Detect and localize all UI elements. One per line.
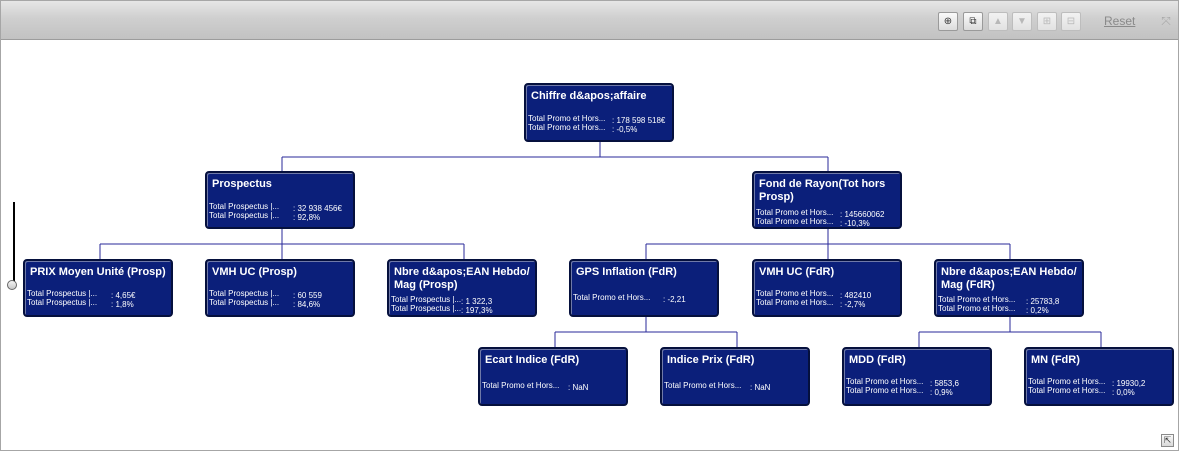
node-row: Total Promo et Hors...: 0,9%	[846, 386, 953, 397]
node-fond-de-rayon[interactable]: Fond de Rayon(Tot hors Prosp) Total Prom…	[752, 171, 902, 229]
node-title: VMH UC (FdR)	[759, 266, 835, 278]
node-row: Total Prospectus |...: 4,65€	[27, 289, 136, 300]
node-gps-inflation[interactable]: GPS Inflation (FdR) Total Promo et Hors.…	[569, 259, 719, 317]
node-row: Total Promo et Hors...: 25783,8	[938, 295, 1060, 306]
node-ecart-indice[interactable]: Ecart Indice (FdR) Total Promo et Hors..…	[478, 347, 628, 406]
node-vmh-uc-prosp[interactable]: VMH UC (Prosp) Total Prospectus |...: 60…	[205, 259, 355, 317]
node-title: GPS Inflation (FdR)	[576, 266, 677, 278]
fit-screen-icon[interactable]: ⤧	[1161, 14, 1171, 28]
node-chiffre-affaire[interactable]: Chiffre d&apos;affaire Total Promo et Ho…	[524, 83, 674, 142]
node-title: Ecart Indice (FdR)	[485, 354, 580, 366]
node-title: Prospectus	[212, 178, 272, 190]
node-title: MDD (FdR)	[849, 354, 906, 366]
node-row: Total Promo et Hors...: -2,7%	[756, 298, 866, 309]
pan-icon[interactable]: ⊕	[938, 12, 958, 31]
node-nbre-ean-fdr[interactable]: Nbre d&apos;EAN Hebdo/ Mag (FdR) Total P…	[934, 259, 1084, 317]
node-row: Total Promo et Hors...: -10,3%	[756, 217, 870, 228]
zoom-slider-track[interactable]	[13, 202, 15, 282]
node-row: Total Prospectus |...: 1 322,3	[391, 295, 493, 306]
node-title: Indice Prix (FdR)	[667, 354, 755, 366]
node-row: Total Promo et Hors...: 0,2%	[938, 304, 1049, 315]
node-row: Total Promo et Hors...: 178 598 518€	[528, 114, 666, 125]
node-row: Total Promo et Hors...: 482410	[756, 289, 872, 300]
node-nbre-ean-prosp[interactable]: Nbre d&apos;EAN Hebdo/ Mag (Prosp) Total…	[387, 259, 537, 317]
collapse-icon[interactable]: ⊟	[1061, 12, 1081, 31]
node-title: MN (FdR)	[1031, 354, 1080, 366]
toolbar: ⊕ ⧉ ▲ ▼ ⊞ ⊟ Reset ⤧	[1, 1, 1178, 40]
node-row: Total Promo et Hors...: 145660062	[756, 208, 885, 219]
node-mn[interactable]: MN (FdR) Total Promo et Hors...: 19930,2…	[1024, 347, 1174, 406]
layout-icon[interactable]: ⧉	[963, 12, 983, 31]
node-row: Total Promo et Hors...: -2,21	[573, 293, 686, 304]
node-row: Total Prospectus |...: 1,8%	[27, 298, 134, 309]
node-row: Total Prospectus |...: 92,8%	[209, 211, 321, 222]
node-row: Total Promo et Hors...: 0,0%	[1028, 386, 1135, 397]
reset-link[interactable]: Reset	[1104, 14, 1136, 28]
node-row: Total Prospectus |...: 84,6%	[209, 298, 321, 309]
node-row: Total Promo et Hors...: 19930,2	[1028, 377, 1146, 388]
node-vmh-uc-fdr[interactable]: VMH UC (FdR) Total Promo et Hors...: 482…	[752, 259, 902, 317]
arrow-up-icon[interactable]: ▲	[988, 12, 1008, 31]
expand-icon[interactable]: ⊞	[1037, 12, 1057, 31]
expand-corner-icon[interactable]: ⇱	[1161, 434, 1174, 447]
zoom-slider-handle[interactable]	[7, 280, 17, 290]
node-prospectus[interactable]: Prospectus Total Prospectus |...: 32 938…	[205, 171, 355, 229]
node-title: Fond de Rayon(Tot hors Prosp)	[759, 178, 886, 203]
arrow-down-icon[interactable]: ▼	[1012, 12, 1032, 31]
node-row: Total Prospectus |...: 32 938 456€	[209, 202, 342, 213]
node-indice-prix[interactable]: Indice Prix (FdR) Total Promo et Hors...…	[660, 347, 810, 406]
node-title: Nbre d&apos;EAN Hebdo/ Mag (Prosp)	[394, 266, 530, 291]
node-mdd[interactable]: MDD (FdR) Total Promo et Hors...: 5853,6…	[842, 347, 992, 406]
node-row: Total Prospectus |...: 197,3%	[391, 304, 493, 315]
node-row: Total Prospectus |...: 60 559	[209, 289, 322, 300]
node-title: PRIX Moyen Unité (Prosp)	[30, 266, 166, 278]
node-title: Chiffre d&apos;affaire	[531, 90, 647, 102]
node-title: VMH UC (Prosp)	[212, 266, 297, 278]
node-row: Total Promo et Hors...: -0,5%	[528, 123, 638, 134]
node-row: Total Promo et Hors...: NaN	[482, 381, 589, 392]
node-row: Total Promo et Hors...: NaN	[664, 381, 771, 392]
node-title: Nbre d&apos;EAN Hebdo/ Mag (FdR)	[941, 266, 1077, 291]
node-row: Total Promo et Hors...: 5853,6	[846, 377, 959, 388]
node-prix-moyen-unite[interactable]: PRIX Moyen Unité (Prosp) Total Prospectu…	[23, 259, 173, 317]
